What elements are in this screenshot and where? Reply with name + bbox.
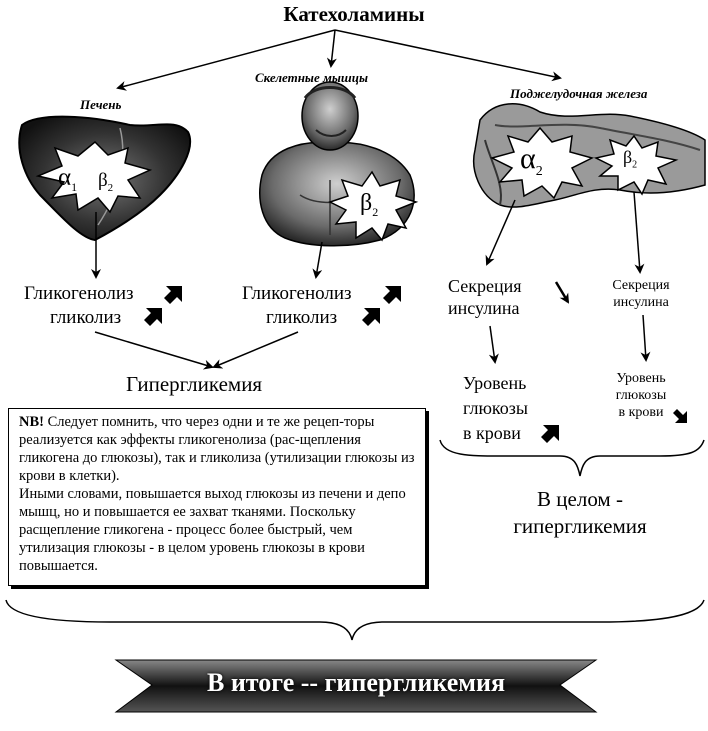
alpha2-glucose-line3: в крови (463, 423, 521, 443)
up-arrow-icon (164, 286, 182, 304)
alpha2-glucose-line1: Уровень (463, 373, 527, 393)
final-banner (114, 659, 598, 713)
muscle-glycogenolysis: Гликогенолиз (242, 283, 352, 304)
muscle-beta2-label: β2 (360, 190, 379, 219)
title-arrows (116, 29, 562, 91)
pancreas-alpha2-label: α2 (520, 142, 543, 179)
pancreas-beta2-star (593, 134, 679, 196)
overall-conclusion: В целом - гипергликемия (480, 486, 680, 540)
alpha2-secretion-line2: инсулина (448, 298, 520, 318)
arrow-to-liver (116, 29, 336, 91)
liver-receptor-star (35, 140, 153, 214)
nb-note-paragraph-1: NB! Следует помнить, что через одни и те… (19, 413, 417, 485)
liver-label: Печень (80, 97, 122, 112)
pancreas-beta2-label: β2 (623, 147, 638, 171)
down-arrow-icon (673, 409, 687, 423)
up-arrow-icon (362, 308, 380, 326)
beta2-glucose-line3: в крови (618, 405, 664, 420)
diagram-title: Катехоламины (283, 2, 425, 26)
arrow-to-muscles (326, 29, 337, 68)
nb-note-text-1: Следует помнить, что через одни и те же … (19, 414, 415, 484)
beta2-secretion-line2: инсулина (613, 295, 669, 310)
arrow-liver-to-hyper (94, 331, 214, 370)
alpha2-glucose-line2: глюкозы (463, 398, 528, 418)
down-arrow-icons (673, 409, 687, 423)
overall-line1: В целом - (537, 487, 623, 511)
arrow-muscle-down (312, 241, 323, 279)
muscle-glycolysis: гликолиз (266, 307, 338, 328)
arrow-alpha2-down (485, 199, 516, 266)
beta2-glucose-line2: глюкозы (615, 388, 667, 403)
liver-beta2-label: β2 (98, 170, 114, 194)
liver-glycolysis: гликолиз (50, 307, 122, 328)
overall-line2: гипергликемия (513, 514, 647, 538)
beta2-glucose: Уровень глюкозы в крови (606, 370, 676, 421)
up-arrow-icon (383, 286, 401, 304)
nb-note-box: NB! Следует помнить, что через одни и те… (8, 408, 426, 586)
muscles-label: Скелетные мышцы (255, 70, 368, 85)
liver-alpha1-label: α1 (58, 164, 78, 194)
bottom-brace (5, 599, 705, 641)
pancreas-alpha2-star (489, 126, 595, 200)
beta2-secretion-line1: Секреция (612, 278, 670, 293)
alpha2-secretion-line1: Секреция (448, 276, 522, 296)
arrow-secretion2-down (640, 314, 651, 362)
muscle-receptor-star (328, 170, 419, 242)
beta2-glucose-line1: Уровень (616, 371, 666, 386)
nb-note-paragraph-2: Иными словами, повышается выход глюкозы … (19, 486, 406, 574)
beta2-secretion: Секреция инсулина (606, 277, 676, 311)
up-arrow-icon (541, 425, 559, 443)
liver-glycogenolysis: Гликогенолиз (24, 283, 134, 304)
arrow-to-pancreas (334, 29, 562, 82)
hyperglycemia-label: Гипергликемия (126, 372, 263, 396)
pancreas-brace (439, 439, 705, 477)
arrow-secretion1-down (488, 325, 499, 364)
up-arrow-icons (144, 286, 559, 443)
nb-prefix: NB! (19, 414, 44, 430)
pancreas-label: Поджелудочная железа (510, 86, 648, 101)
final-conclusion: В итоге -- гипергликемия (206, 668, 506, 697)
up-arrow-icon (144, 308, 162, 326)
arrow-muscle-to-hyper (212, 331, 299, 369)
secretion-decrease-arrow-icon (554, 281, 570, 304)
arrow-beta2-down (633, 191, 645, 274)
